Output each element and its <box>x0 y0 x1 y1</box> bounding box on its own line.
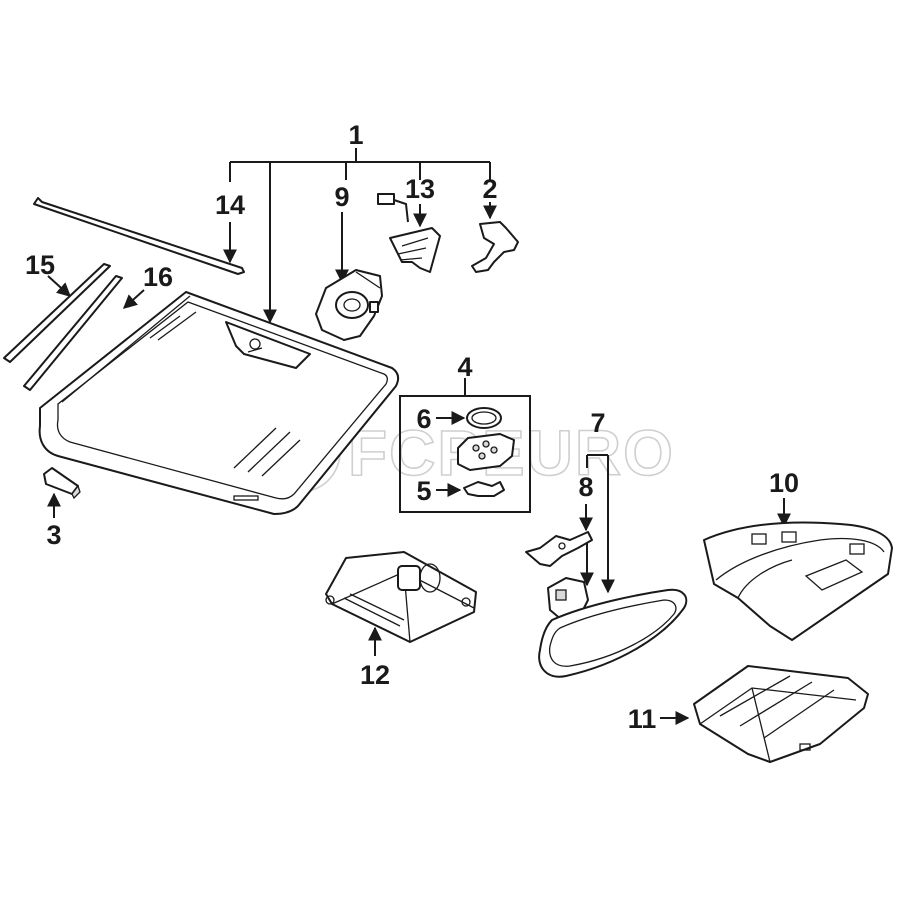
part-sensor-kit-box <box>399 395 531 513</box>
callout-5: 5 <box>416 476 431 506</box>
callout-6: 6 <box>416 404 431 434</box>
part-side-molding-outer <box>3 263 111 363</box>
part-roof-molding <box>33 197 245 275</box>
part-sensor-cover <box>315 269 383 341</box>
callout-16: 16 <box>143 262 173 292</box>
part-windshield <box>38 291 400 515</box>
callout-1: 1 <box>348 120 363 150</box>
callout-10: 10 <box>769 468 799 498</box>
part-overhead-console-tray <box>693 665 869 763</box>
callout-8: 8 <box>578 472 593 502</box>
part-overhead-console-cover <box>703 521 893 641</box>
callout-2: 2 <box>482 174 497 204</box>
callout-14: 14 <box>215 190 245 220</box>
leader-lines <box>47 148 791 725</box>
callout-4: 4 <box>457 352 472 382</box>
part-gasket <box>466 407 502 429</box>
part-sensor-clip <box>463 481 505 497</box>
part-harness-bracket <box>525 531 593 567</box>
part-side-molding-inner <box>23 275 123 391</box>
part-bracket <box>471 221 519 273</box>
callout-13: 13 <box>405 174 435 204</box>
callout-11: 11 <box>628 704 657 734</box>
part-clip <box>43 467 81 500</box>
part-rain-sensor <box>457 433 515 471</box>
callout-15: 15 <box>25 250 55 280</box>
callout-3: 3 <box>46 520 61 550</box>
part-rearview-mirror <box>538 588 688 678</box>
callout-7: 7 <box>590 408 605 438</box>
callout-labels: 1 2 3 4 5 6 7 8 9 10 11 12 13 14 15 16 <box>25 120 799 734</box>
part-control-module <box>325 551 477 643</box>
part-wiring-connector <box>377 193 441 273</box>
callout-12: 12 <box>360 660 390 690</box>
callout-9: 9 <box>334 182 349 212</box>
